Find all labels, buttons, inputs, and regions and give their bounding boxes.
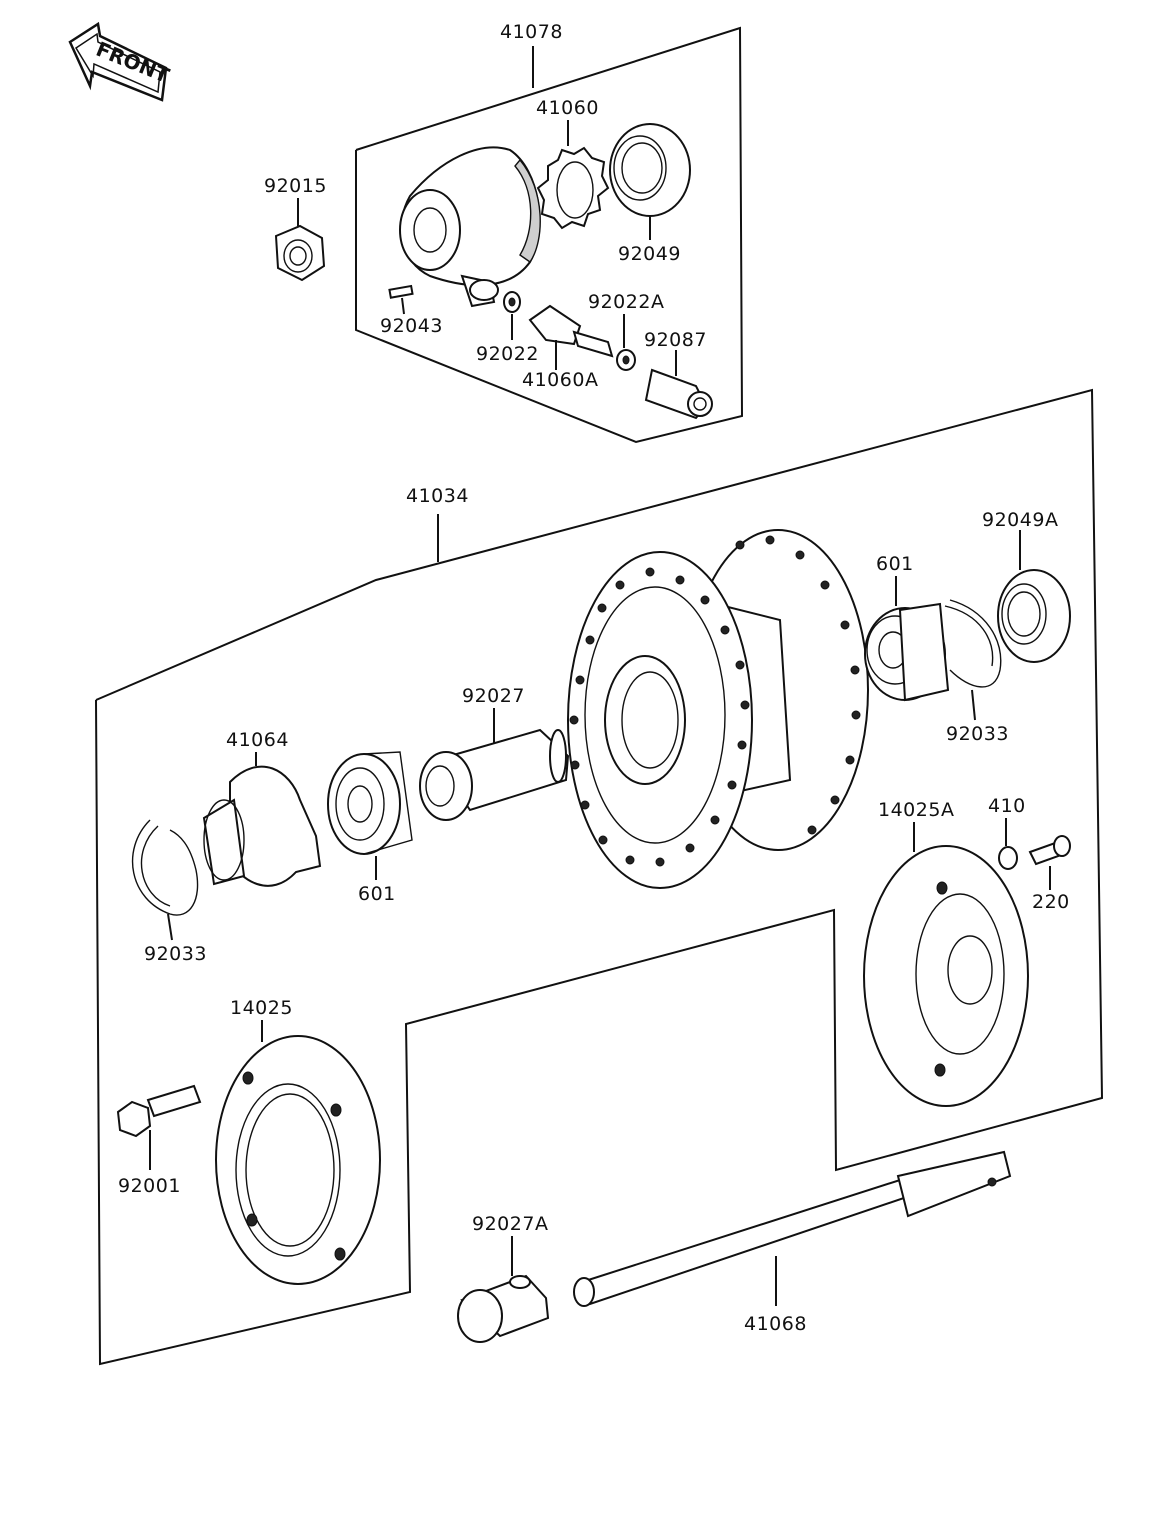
cover-plate-part bbox=[215, 1035, 381, 1285]
pinion-gear-part bbox=[528, 304, 614, 358]
leader-92033a bbox=[971, 689, 976, 721]
callout-601-right: 601 bbox=[876, 553, 914, 575]
callout-601-left: 601 bbox=[358, 883, 396, 905]
callout-41068: 41068 bbox=[744, 1313, 807, 1335]
callout-92043: 92043 bbox=[380, 315, 443, 337]
callout-92022: 92022 bbox=[476, 343, 539, 365]
flange-bolt-part bbox=[116, 1084, 202, 1138]
cover-plate-a-part bbox=[863, 845, 1029, 1107]
washer-part bbox=[503, 291, 521, 313]
callout-220: 220 bbox=[1032, 891, 1070, 913]
callout-92033-right: 92033 bbox=[946, 723, 1009, 745]
circlip-left-part bbox=[131, 819, 199, 916]
oil-seal-part bbox=[609, 123, 691, 217]
leader-92033b bbox=[167, 913, 173, 941]
drive-flange-part bbox=[202, 765, 322, 887]
pin-part bbox=[388, 284, 414, 299]
flange-nut-part bbox=[274, 224, 326, 282]
callout-92001: 92001 bbox=[118, 1175, 181, 1197]
callout-41060A: 41060A bbox=[522, 369, 598, 391]
callout-41064: 41064 bbox=[226, 729, 289, 751]
circlip-right-part bbox=[944, 599, 1002, 688]
callout-92087: 92087 bbox=[644, 329, 707, 351]
ball-bearing-left-part bbox=[327, 751, 413, 855]
screw-part bbox=[1028, 835, 1071, 866]
drive-gear-part bbox=[536, 146, 610, 230]
callout-410: 410 bbox=[988, 795, 1026, 817]
axle-part bbox=[573, 1150, 1012, 1307]
bushing-part bbox=[644, 368, 713, 420]
gear-housing-part bbox=[399, 146, 541, 308]
callout-41034: 41034 bbox=[406, 485, 469, 507]
leader-92043 bbox=[401, 297, 405, 315]
front-arrow-icon: FRONT bbox=[68, 21, 173, 102]
washer-a-part bbox=[616, 349, 636, 371]
callout-92022A: 92022A bbox=[588, 291, 664, 313]
callout-41060: 41060 bbox=[536, 97, 599, 119]
callout-92049: 92049 bbox=[618, 243, 681, 265]
collar-part bbox=[457, 1274, 550, 1343]
callout-92027: 92027 bbox=[462, 685, 525, 707]
callout-14025: 14025 bbox=[230, 997, 293, 1019]
callout-92033-left: 92033 bbox=[144, 943, 207, 965]
callout-41078: 41078 bbox=[500, 21, 563, 43]
wheel-hub-part bbox=[567, 529, 869, 889]
callout-92015: 92015 bbox=[264, 175, 327, 197]
spacer-part bbox=[419, 728, 570, 821]
callout-14025A: 14025A bbox=[878, 799, 954, 821]
washer-410-part bbox=[998, 846, 1018, 870]
callout-92049A: 92049A bbox=[982, 509, 1058, 531]
hub-assembly-outline bbox=[95, 388, 1104, 1366]
ball-bearing-right-part bbox=[864, 602, 950, 702]
oil-seal-a-part bbox=[997, 569, 1071, 663]
gearbox-kit-outline bbox=[355, 26, 744, 444]
callout-92027A: 92027A bbox=[472, 1213, 548, 1235]
